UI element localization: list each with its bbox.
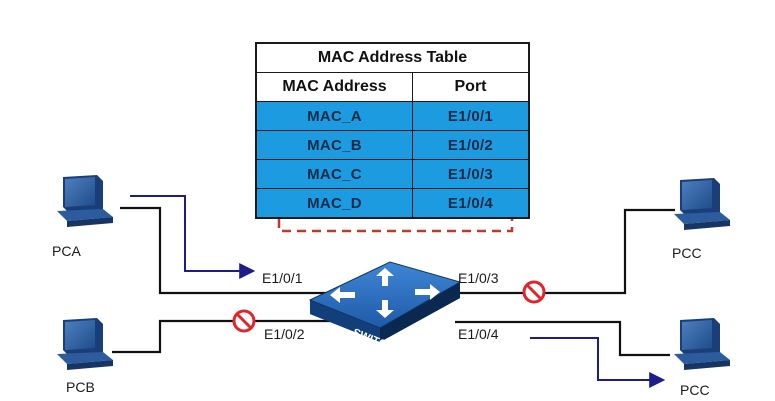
host-label-pcb: PCB — [66, 379, 95, 395]
port-label-e1-0-3: E1/0/3 — [458, 270, 499, 286]
link-pcc-bottom — [455, 320, 670, 357]
table-row: MAC_A E1/0/1 — [255, 101, 530, 131]
block-icon-port2 — [232, 309, 256, 333]
pc-icon-pcc-bottom — [674, 318, 730, 370]
flow-arrow-out — [530, 337, 666, 388]
port-label-e1-0-2: E1/0/2 — [264, 326, 305, 342]
host-label-pcc-top: PCC — [672, 245, 702, 261]
flow-arrow-in — [130, 195, 256, 279]
port-label-e1-0-4: E1/0/4 — [458, 326, 499, 342]
port-cell: E1/0/4 — [412, 188, 530, 219]
pc-icon-pcc-top — [674, 178, 730, 230]
port-cell: E1/0/2 — [412, 130, 530, 160]
mac-cell: MAC_B — [255, 130, 413, 160]
port-cell: E1/0/1 — [412, 101, 530, 131]
header-mac-address: MAC Address — [255, 72, 413, 102]
link-pca — [120, 206, 340, 295]
mac-address-table: MAC Address Table MAC Address Port MAC_A… — [255, 42, 530, 219]
port-cell: E1/0/3 — [412, 159, 530, 189]
table-title: MAC Address Table — [255, 42, 530, 73]
mac-cell: MAC_A — [255, 101, 413, 131]
switch-icon: SWITCH — [308, 261, 462, 354]
table-row: MAC_C E1/0/3 — [255, 159, 530, 189]
table-row: MAC_B E1/0/2 — [255, 130, 530, 160]
pc-icon-pcb — [57, 318, 113, 370]
mac-cell: MAC_D — [255, 188, 413, 219]
host-label-pca: PCA — [52, 243, 81, 259]
port-label-e1-0-1: E1/0/1 — [262, 270, 303, 286]
table-row: MAC_D E1/0/4 — [255, 188, 530, 219]
mac-cell: MAC_C — [255, 159, 413, 189]
header-port: Port — [412, 72, 530, 102]
host-label-pcc-bottom: PCC — [680, 382, 710, 398]
block-icon-port3 — [522, 280, 546, 304]
pc-icon-pca — [57, 175, 113, 227]
